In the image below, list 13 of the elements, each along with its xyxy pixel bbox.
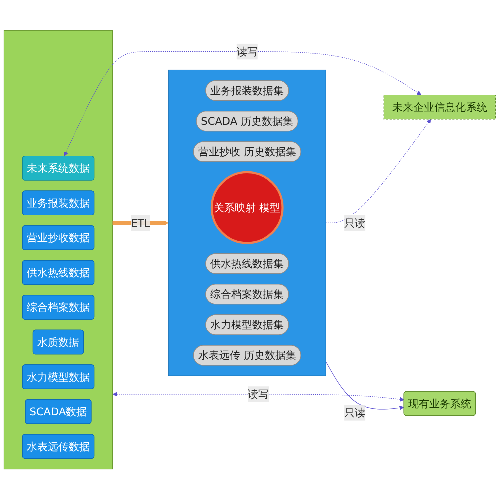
cluster [168,70,326,376]
edge-label: 只读 [344,406,366,420]
arrow [326,362,404,410]
cluster [4,30,114,470]
arrow [64,52,422,157]
edge-label: 读写 [248,388,270,401]
node-box: 未来企业信息化系统 [384,94,496,120]
edge-label: 读写 [236,45,258,58]
edge-label: 只读 [344,216,366,230]
node-circle: 关系映射 模型 [210,171,284,244]
arrow [112,392,405,402]
edge-label: ETL [131,216,150,230]
arrow [326,119,432,224]
